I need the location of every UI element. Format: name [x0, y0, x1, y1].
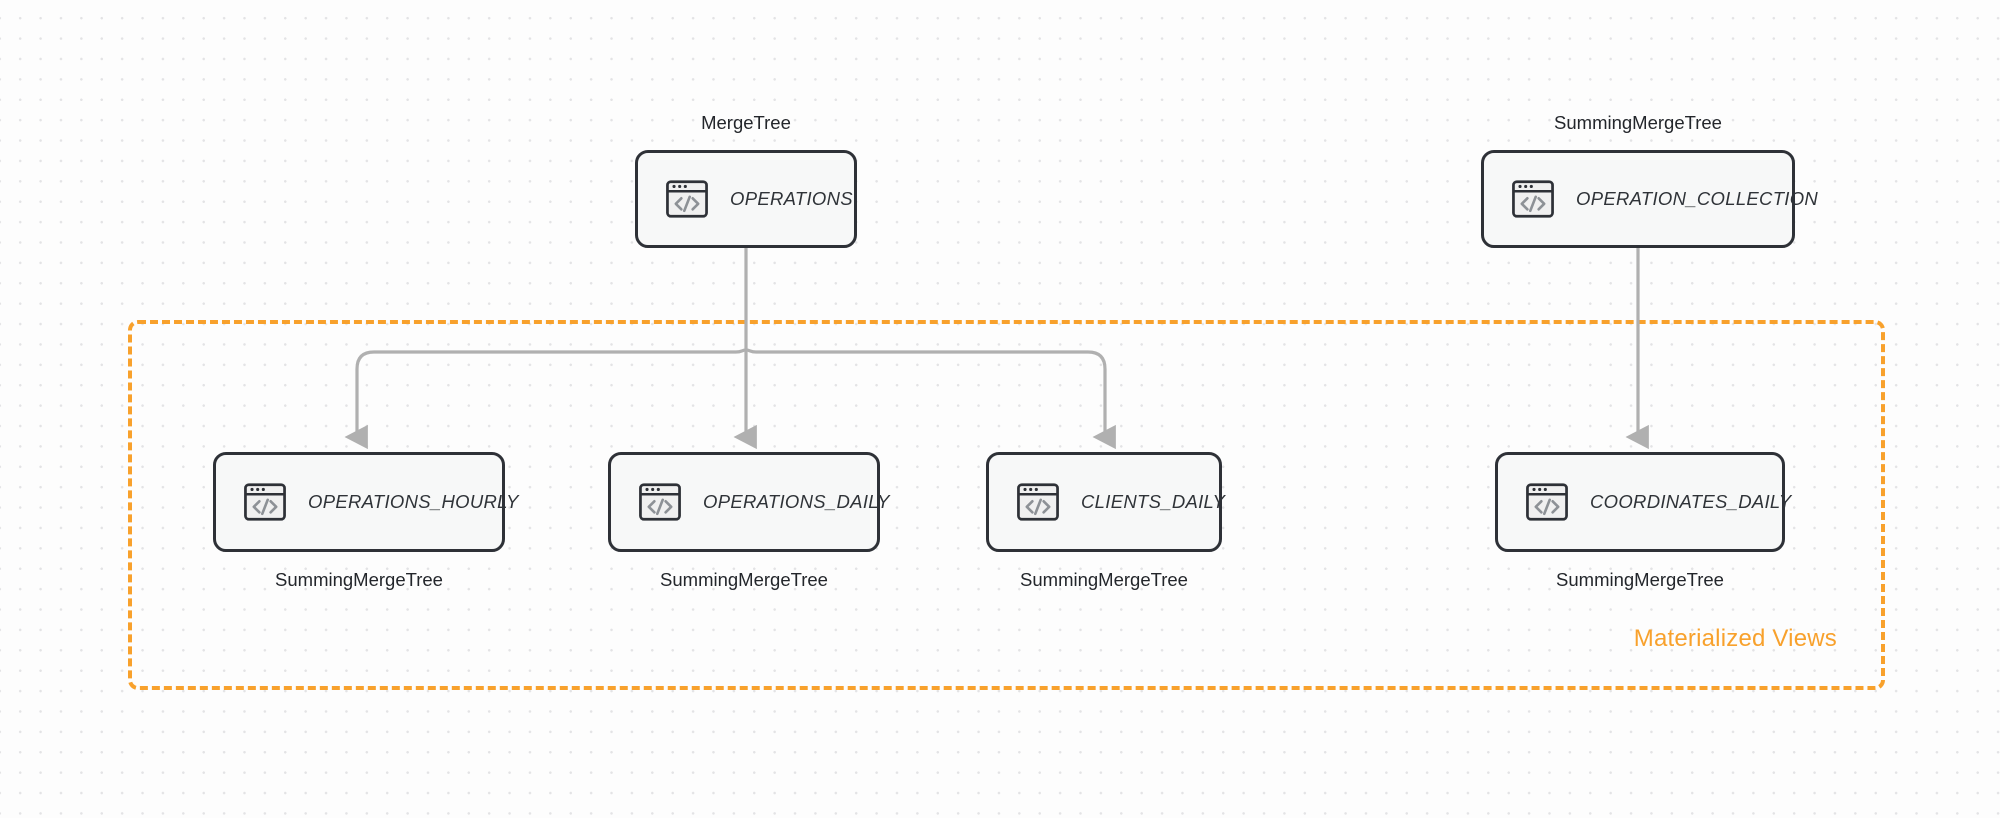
code-window-icon [664, 176, 710, 222]
code-window-icon [1015, 479, 1061, 525]
node-clients_daily[interactable]: CLIENTS_DAILY [986, 452, 1226, 552]
node-title-operations_hourly: OPERATIONS_HOURLY [308, 491, 519, 512]
engine-label-operation_collection: SummingMergeTree [1554, 112, 1722, 133]
code-window-icon [1510, 176, 1556, 222]
node-title-operations_daily: OPERATIONS_DAILY [703, 491, 890, 512]
node-operations_hourly[interactable]: OPERATIONS_HOURLY [213, 452, 518, 552]
node-coordinates_daily[interactable]: COORDINATES_DAILY [1495, 452, 1791, 552]
engine-label-operations: MergeTree [701, 112, 791, 133]
engine-label-coordinates_daily: SummingMergeTree [1556, 569, 1724, 590]
code-window-icon [242, 479, 288, 525]
node-operations_daily[interactable]: OPERATIONS_DAILY [608, 452, 889, 552]
node-operations[interactable]: OPERATIONS [635, 150, 857, 248]
node-title-operations: OPERATIONS [730, 188, 853, 209]
node-title-clients_daily: CLIENTS_DAILY [1081, 491, 1226, 512]
engine-label-operations_daily: SummingMergeTree [660, 569, 828, 590]
code-window-icon [1524, 479, 1570, 525]
node-operation_collection[interactable]: OPERATION_COLLECTION [1481, 150, 1818, 248]
node-title-operation_collection: OPERATION_COLLECTION [1576, 188, 1819, 209]
node-title-coordinates_daily: COORDINATES_DAILY [1590, 491, 1792, 512]
engine-label-clients_daily: SummingMergeTree [1020, 569, 1188, 590]
materialized-views-group-label: Materialized Views [1633, 625, 1837, 652]
materialized-views-group [128, 320, 1885, 690]
engine-label-operations_hourly: SummingMergeTree [275, 569, 443, 590]
code-window-icon [637, 479, 683, 525]
